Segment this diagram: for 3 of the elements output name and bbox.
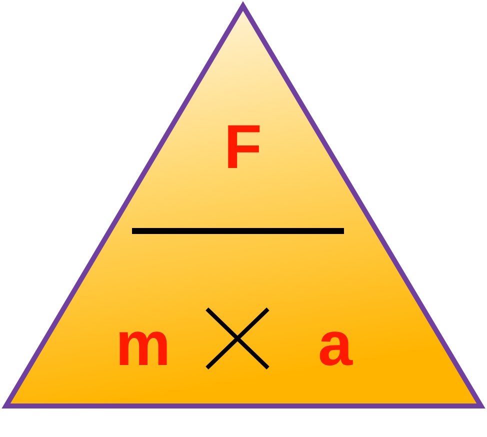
formula-variable: m <box>116 314 171 376</box>
formula-variable: a <box>318 314 352 376</box>
formula-variable: F <box>224 117 262 179</box>
